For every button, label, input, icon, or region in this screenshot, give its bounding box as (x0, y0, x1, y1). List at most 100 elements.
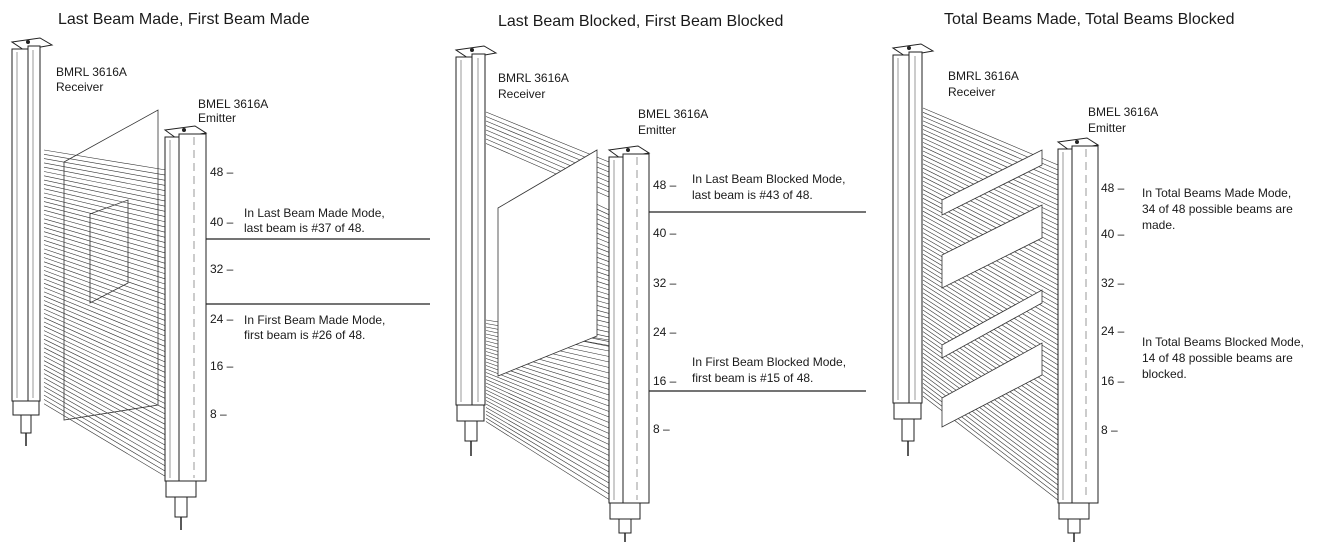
beam-line (485, 365, 610, 412)
beam-line (485, 375, 610, 429)
panel-2-emitter-role: Emitter (638, 123, 676, 137)
beam-line (485, 414, 610, 489)
beam-line (43, 218, 167, 254)
beam-line (485, 407, 610, 478)
panel-1-receiver (10, 37, 54, 446)
beam-line (485, 400, 610, 467)
panel-2-obstruction (497, 149, 598, 377)
beam-line (922, 142, 1059, 206)
panel-1-beams (43, 149, 167, 478)
panel-1-tick-24: 24 – (210, 312, 234, 326)
beam-line (43, 166, 167, 192)
beam-line (43, 291, 167, 342)
beam-line (485, 421, 610, 500)
panel-3-receiver-role: Receiver (948, 85, 995, 99)
panel-1-annotation-1-line1: In Last Beam Made Mode, (244, 206, 385, 220)
panel-3-tick-8: 8 – (1101, 423, 1118, 437)
panel-3-beams (922, 107, 1059, 501)
beam-line (43, 162, 167, 186)
panel-3-tick-24: 24 – (1101, 324, 1125, 338)
beam-line (43, 257, 167, 301)
beam-line (43, 308, 167, 363)
beam-line (43, 222, 167, 259)
panel-2: Last Beam Blocked, First Beam Blocked BM… (454, 13, 866, 542)
beam-line (485, 417, 610, 495)
beam-line (43, 338, 167, 400)
panel-2-tick-8: 8 – (653, 422, 670, 436)
panel-3-receiver-model: BMRL 3616A (948, 69, 1019, 83)
panel-3-obstructions (941, 149, 1043, 428)
panel-3-annotation-2-line2: 14 of 48 possible beams are (1142, 351, 1293, 365)
beam-line (922, 357, 1059, 456)
beam-line (43, 209, 167, 244)
panel-2-tick-40: 40 – (653, 226, 677, 240)
beam-line (43, 394, 167, 467)
beam-line (922, 137, 1059, 201)
beam-line (922, 129, 1059, 191)
panel-3-receiver (891, 43, 935, 456)
beam-line (485, 396, 610, 462)
panel-2-receiver (454, 45, 498, 456)
beam-line (485, 382, 610, 440)
beam-line (922, 228, 1059, 306)
beam-line (922, 370, 1059, 471)
panel-1-annotation-2-line2: first beam is #26 of 48. (244, 328, 365, 342)
panel-1-tick-32: 32 – (210, 262, 234, 276)
panel-3-annotation-1-line3: made. (1142, 218, 1175, 232)
beam-line (922, 314, 1059, 406)
beam-line (922, 305, 1059, 396)
panel-1-receiver-role: Receiver (56, 80, 103, 94)
panel-2-annotation-2-line2: first beam is #15 of 48. (692, 371, 813, 385)
panel-2-tick-48: 48 – (653, 178, 677, 192)
panel-1-receiver-model: BMRL 3616A (56, 65, 127, 79)
beam-line (43, 283, 167, 332)
beam-line (43, 214, 167, 249)
panel-3-tick-48: 48 – (1101, 181, 1125, 195)
panel-1-tick-48: 48 – (210, 165, 234, 179)
beam-line (485, 410, 610, 484)
beam-line (485, 389, 610, 451)
panel-3-tick-40: 40 – (1101, 227, 1125, 241)
beam-line (43, 244, 167, 285)
beam-line (43, 351, 167, 415)
beam-line (922, 365, 1059, 466)
beam-line (43, 321, 167, 379)
panel-2-receiver-role: Receiver (498, 87, 545, 101)
beam-line (43, 304, 167, 358)
beam-line (43, 197, 167, 228)
panel-1-obstruction-small (89, 199, 129, 304)
panel-3: Total Beams Made, Total Beams Blocked BM… (891, 11, 1304, 542)
panel-2-tick-32: 32 – (653, 276, 677, 290)
panel-3-emitter-role: Emitter (1088, 121, 1126, 135)
panel-1: Last Beam Made, First Beam Made BMRL 361… (10, 11, 430, 530)
beam-line (43, 369, 167, 436)
panel-3-tick-16: 16 – (1101, 374, 1125, 388)
panel-3-annotation-2-line1: In Total Beams Blocked Mode, (1142, 335, 1304, 349)
beam-line (922, 318, 1059, 411)
panel-2-tick-24: 24 – (653, 325, 677, 339)
beam-line (922, 275, 1059, 361)
panel-3-emitter-model: BMEL 3616A (1088, 105, 1158, 119)
beam-line (485, 379, 610, 434)
beam-line (485, 111, 610, 163)
beam-line (43, 390, 167, 462)
beam-line (922, 374, 1059, 476)
panel-1-title: Last Beam Made, First Beam Made (58, 11, 310, 28)
beam-line (43, 149, 167, 171)
panel-3-title: Total Beams Made, Total Beams Blocked (944, 11, 1235, 28)
beam-line (43, 274, 167, 322)
beam-line (922, 120, 1059, 181)
beam-line (43, 386, 167, 457)
beam-line (922, 133, 1059, 196)
beam-line (43, 154, 167, 176)
beam-line (922, 309, 1059, 401)
panel-2-receiver-model: BMRL 3616A (498, 71, 569, 85)
panel-1-emitter-model: BMEL 3616A (198, 97, 268, 111)
panel-1-obstruction-large (63, 109, 159, 421)
panel-2-annotation-1-line1: In Last Beam Blocked Mode, (692, 172, 845, 186)
beam-line (922, 185, 1059, 256)
beam-line (43, 158, 167, 181)
beam-line (922, 124, 1059, 186)
panel-3-annotation-2-line3: blocked. (1142, 367, 1187, 381)
